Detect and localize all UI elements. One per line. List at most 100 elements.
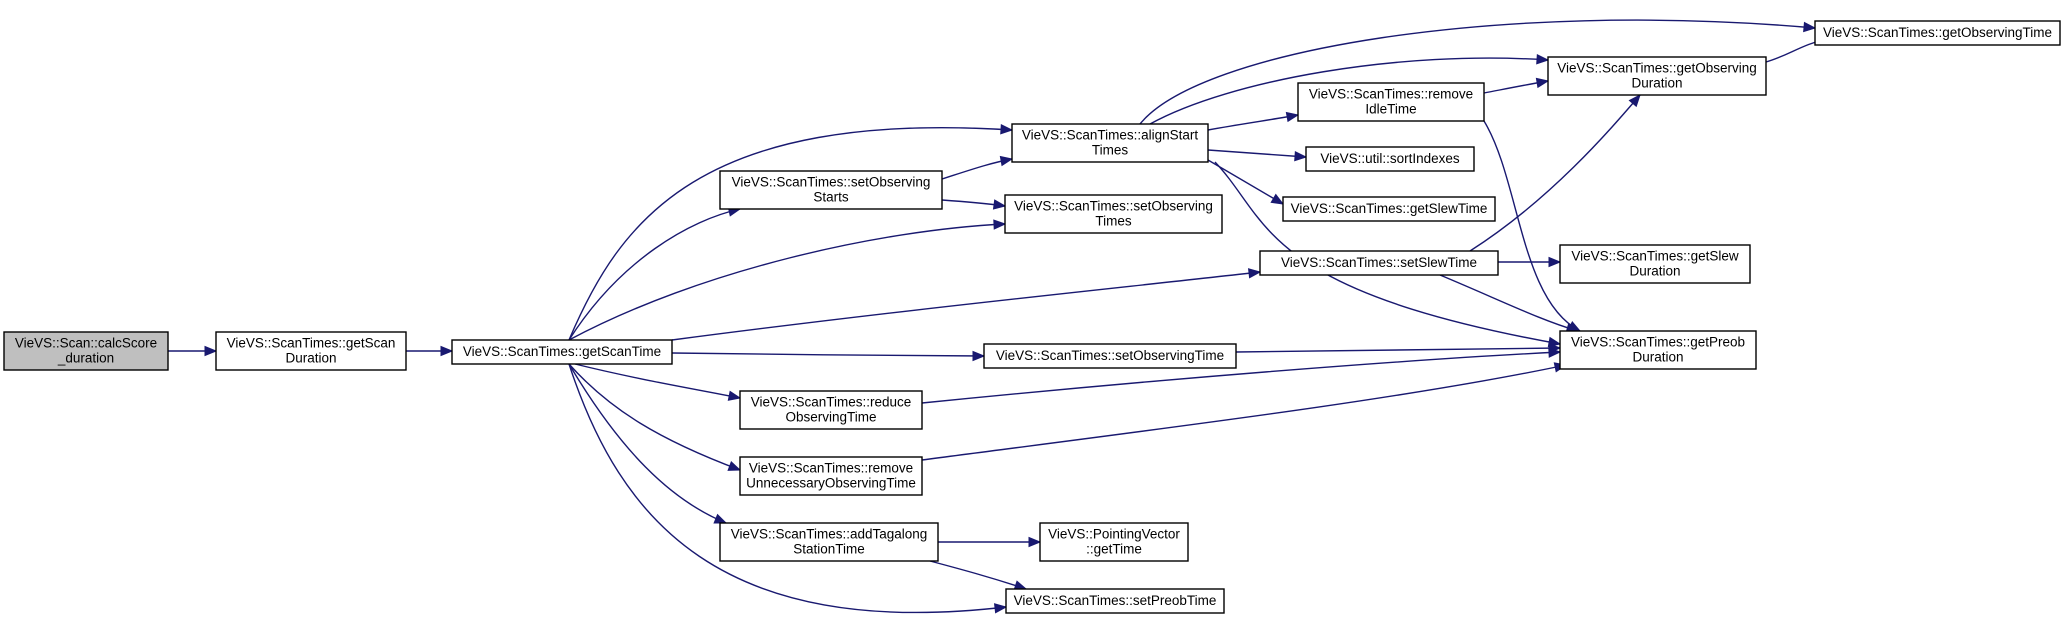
node-label: VieVS::ScanTimes::setSlewTime bbox=[1281, 255, 1477, 270]
node-box bbox=[1004, 194, 1223, 234]
node-getScanTime[interactable]: VieVS::ScanTimes::getScanTime bbox=[451, 339, 673, 365]
arrowhead bbox=[1548, 256, 1562, 268]
arrowhead bbox=[992, 199, 1007, 210]
node-setObservingTime[interactable]: VieVS::ScanTimes::setObservingTime bbox=[983, 343, 1237, 369]
node-box bbox=[739, 456, 923, 496]
arrowhead bbox=[993, 603, 1008, 614]
arrowhead bbox=[1294, 150, 1308, 162]
edge-getScanTime-to-setSlewTime bbox=[671, 268, 1262, 341]
node-label: VieVS::ScanTimes::setObservingTime bbox=[996, 348, 1224, 363]
edges-layer bbox=[168, 19, 1832, 614]
edge-alignStartTimes-to-removeIdleTime bbox=[1207, 111, 1300, 131]
node-box bbox=[719, 170, 943, 210]
node-label: VieVS::ScanTimes::getSlew bbox=[1571, 249, 1739, 264]
arrowhead bbox=[1548, 347, 1562, 358]
edge-line bbox=[1235, 347, 1561, 353]
edge-line bbox=[574, 363, 741, 399]
node-sortIndexes[interactable]: VieVS::util::sortIndexes bbox=[1305, 146, 1475, 172]
arrowhead bbox=[1285, 111, 1300, 123]
edge-getScanTime-to-setPreobTime bbox=[568, 363, 1008, 614]
edge-setSlewTime-to-getSlewDuration bbox=[1498, 256, 1562, 268]
edge-alignStartTimes-to-getObservingDuration bbox=[1149, 53, 1550, 125]
edge-removeUnnecessary-to-getPreobDuration bbox=[921, 362, 1568, 461]
edge-getScanDuration-to-getScanTime bbox=[406, 345, 454, 357]
node-label: VieVS::ScanTimes::getScan bbox=[227, 336, 396, 351]
arrowhead bbox=[1270, 193, 1285, 205]
node-label: Duration bbox=[1629, 264, 1680, 279]
node-box bbox=[1547, 56, 1767, 96]
node-label: VieVS::ScanTimes::alignStart bbox=[1022, 128, 1199, 143]
node-label: UnnecessaryObservingTime bbox=[746, 476, 916, 491]
node-label: VieVS::ScanTimes::reduce bbox=[751, 395, 912, 410]
node-label: VieVS::ScanTimes::remove bbox=[749, 461, 913, 476]
node-box bbox=[1259, 250, 1499, 276]
edge-calcScore-to-getScanDuration bbox=[168, 345, 218, 357]
node-calcScore[interactable]: VieVS::Scan::calcScore_duration bbox=[3, 331, 169, 371]
node-box bbox=[1559, 330, 1757, 370]
node-label: VieVS::Scan::calcScore bbox=[15, 336, 157, 351]
node-box bbox=[215, 331, 407, 371]
node-label: ::getTime bbox=[1086, 542, 1142, 557]
node-box bbox=[1814, 20, 2061, 46]
arrowhead bbox=[999, 155, 1014, 167]
edge-line bbox=[568, 363, 1007, 614]
node-box bbox=[1011, 123, 1209, 163]
arrowhead bbox=[204, 345, 218, 357]
edge-getScanTime-to-setObservingTimes bbox=[568, 219, 1007, 341]
edge-setSlewTime-to-getPreobDuration bbox=[1439, 274, 1580, 333]
node-label: VieVS::ScanTimes::getScanTime bbox=[463, 344, 661, 359]
node-getSlewTime[interactable]: VieVS::ScanTimes::getSlewTime bbox=[1282, 196, 1496, 222]
node-label: VieVS::ScanTimes::addTagalong bbox=[731, 527, 928, 542]
node-box bbox=[1039, 522, 1189, 562]
node-label: VieVS::PointingVector bbox=[1048, 527, 1180, 542]
edge-getScanTime-to-removeUnnecessary bbox=[568, 363, 742, 471]
node-box bbox=[1305, 146, 1475, 172]
arrowhead bbox=[727, 461, 742, 471]
edge-line bbox=[1207, 114, 1299, 131]
edge-reduceObservingTime-to-getPreobDuration bbox=[921, 347, 1562, 404]
node-label: VieVS::util::sortIndexes bbox=[1320, 151, 1460, 166]
edge-line bbox=[568, 363, 741, 471]
edge-line bbox=[568, 208, 741, 341]
edge-line bbox=[671, 352, 985, 357]
node-label: Starts bbox=[813, 190, 849, 205]
arrowhead bbox=[1028, 536, 1042, 548]
edge-line bbox=[568, 126, 1013, 341]
edge-alignStartTimes-to-getObservingTime bbox=[1139, 19, 1817, 125]
node-label: VieVS::ScanTimes::getObservingTime bbox=[1823, 25, 2052, 40]
node-label: Duration bbox=[285, 351, 336, 366]
arrowhead bbox=[1628, 93, 1641, 108]
arrowhead bbox=[1535, 77, 1550, 89]
edge-line bbox=[929, 560, 1027, 590]
edge-setObservingStarts-to-setObservingTimes bbox=[941, 199, 1007, 210]
node-removeUnnecessary[interactable]: VieVS::ScanTimes::removeUnnecessaryObser… bbox=[739, 456, 923, 496]
edge-getScanTime-to-setObservingTime bbox=[671, 350, 986, 362]
edge-line bbox=[568, 223, 1006, 341]
edge-setSlewTime-to-getObservingDuration bbox=[1469, 93, 1641, 252]
node-label: _duration bbox=[57, 351, 114, 366]
edge-line bbox=[671, 271, 1261, 341]
node-setSlewTime[interactable]: VieVS::ScanTimes::setSlewTime bbox=[1259, 250, 1499, 276]
node-setPreobTime[interactable]: VieVS::ScanTimes::setPreobTime bbox=[1005, 588, 1225, 614]
node-getTime[interactable]: VieVS::PointingVector::getTime bbox=[1039, 522, 1189, 562]
node-label: IdleTime bbox=[1365, 102, 1416, 117]
node-box bbox=[1559, 244, 1751, 284]
node-box bbox=[1297, 82, 1485, 122]
node-label: VieVS::ScanTimes::getPreob bbox=[1571, 335, 1745, 350]
node-label: VieVS::ScanTimes::remove bbox=[1309, 87, 1473, 102]
node-getObservingTime[interactable]: VieVS::ScanTimes::getObservingTime bbox=[1814, 20, 2061, 46]
edge-removeIdleTime-to-getObservingDuration bbox=[1483, 77, 1550, 94]
edge-line bbox=[1483, 120, 1581, 332]
edge-getScanTime-to-alignStartTimes bbox=[568, 124, 1014, 341]
edge-line bbox=[1149, 57, 1549, 125]
